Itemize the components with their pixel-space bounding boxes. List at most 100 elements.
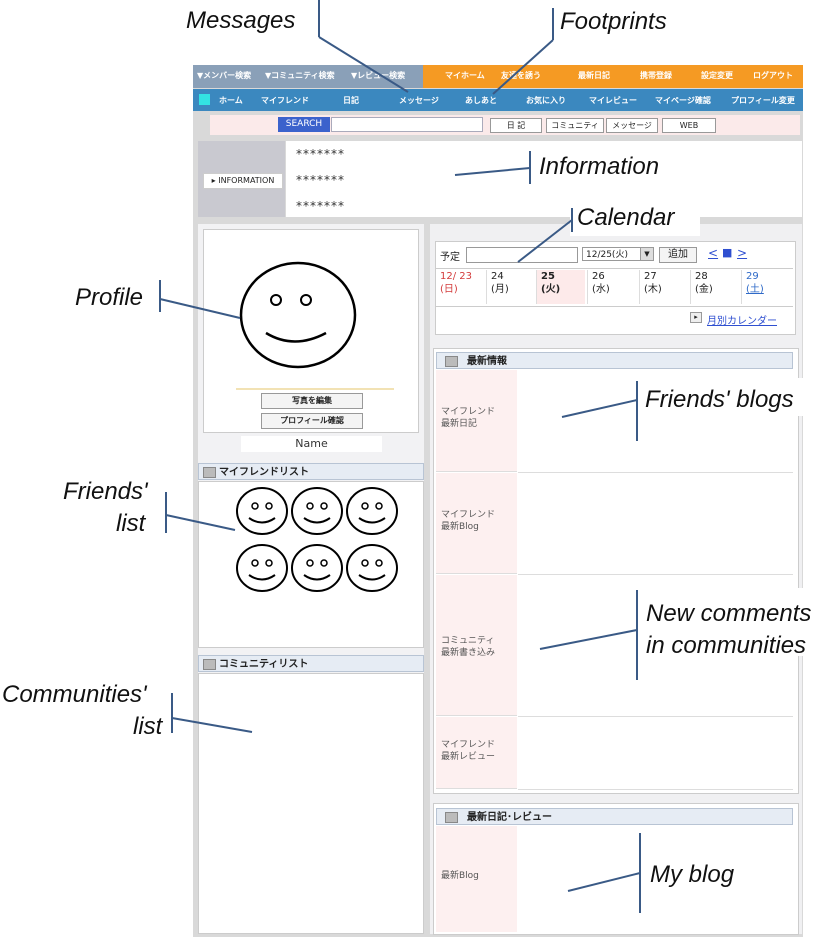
home-square-icon	[199, 94, 210, 105]
nav-item-home[interactable]: ホーム	[219, 96, 243, 105]
community-search-link[interactable]: ▼コミュニティ検索	[265, 71, 335, 80]
friends-list-title: マイフレンドリスト	[219, 467, 309, 478]
row-label-line: 最新日記	[441, 419, 478, 429]
monthly-calendar-link[interactable]: 月別カレンダー	[707, 316, 777, 327]
callout-my-blog: My blog	[650, 861, 735, 888]
calendar-day-date: 24	[491, 271, 504, 282]
calendar-day[interactable]: 25(火)	[536, 270, 585, 304]
callout-bg	[570, 200, 700, 236]
communities-list-header: コミュニティリスト	[198, 655, 424, 672]
calendar-day[interactable]: 29 (土)	[741, 270, 790, 304]
nav-item-myfriend[interactable]: マイフレンド	[261, 96, 309, 105]
topbar-link-invite[interactable]: 友達を誘う	[501, 71, 541, 80]
search-tab-diary[interactable]: 日 記	[490, 118, 542, 133]
latest-diary-header: 最新日記･レビュー	[436, 808, 793, 825]
callout-footprints: Footprints	[560, 8, 667, 35]
schedule-input[interactable]	[466, 247, 578, 263]
profile-confirm-button[interactable]: プロフィール確認	[261, 413, 363, 429]
calendar-day-weekday: (月)	[491, 284, 509, 295]
friend-avatar[interactable]	[346, 544, 398, 592]
nav-item-message[interactable]: メッセージ	[399, 96, 439, 105]
calendar-day[interactable]: 27(木)	[639, 270, 688, 304]
friend-avatar[interactable]	[236, 487, 288, 535]
nav-item-footprints[interactable]: あしあと	[465, 96, 497, 105]
nav-item-profile-edit[interactable]: プロフィール変更	[731, 96, 795, 105]
friend-blog-area	[518, 473, 793, 575]
row-label-friend-diary: マイフレンド 最新日記	[436, 370, 517, 472]
information-label: ▸ INFORMATION	[203, 173, 283, 189]
callout-profile: Profile	[75, 284, 144, 311]
row-label-line: コミュニティ	[441, 636, 495, 646]
calendar-divider	[436, 268, 793, 269]
edit-photo-button[interactable]: 写真を編集	[261, 393, 363, 409]
calendar-day[interactable]: 26 (水)	[587, 270, 636, 304]
calendar-day[interactable]: 12/ 23(日)	[436, 270, 485, 304]
nav-item-favorites[interactable]: お気に入り	[526, 96, 566, 105]
callout-friends-list-1: Friends'	[63, 478, 148, 505]
callout-communities-list-1: Communities'	[2, 681, 147, 708]
search-menu-bar: ▼メンバー検索 ▼コミュニティ検索 ▼レビュー検索	[193, 65, 423, 88]
row-label-friend-blog: マイフレンド 最新Blog	[436, 473, 517, 574]
calendar-day[interactable]: 28(金)	[690, 270, 739, 304]
nav-item-diary[interactable]: 日記	[343, 96, 359, 105]
search-button[interactable]: SEARCH	[278, 117, 330, 132]
search-tab-community[interactable]: コミュニティ	[546, 118, 604, 133]
row-label-line: 最新書き込み	[441, 648, 496, 658]
calendar-day-date: 26	[592, 271, 605, 282]
calendar-prev-link[interactable]: <	[708, 246, 719, 260]
callout-new-comments-1: New comments	[646, 600, 812, 627]
calendar-day-date: 28	[695, 271, 708, 282]
friends-list-panel	[198, 481, 424, 648]
list-icon	[203, 659, 216, 670]
friend-avatar[interactable]	[236, 544, 288, 592]
calendar-day-weekday: (火)	[541, 284, 561, 295]
row-label-line: 最新Blog	[441, 871, 479, 881]
date-select[interactable]: 12/25(火) ▼	[582, 247, 654, 261]
latest-info-title: 最新情報	[467, 356, 507, 367]
schedule-label: 予定	[440, 252, 460, 263]
friend-avatar[interactable]	[291, 544, 343, 592]
profile-photo	[236, 261, 394, 390]
topbar-link-latest-diary[interactable]: 最新日記	[578, 71, 610, 80]
row-label-line: マイフレンド	[441, 407, 496, 417]
topbar-link-settings[interactable]: 設定変更	[701, 71, 733, 80]
callout-calendar: Calendar	[577, 204, 675, 231]
calendar-day-date: 29	[746, 271, 759, 282]
date-select-value: 12/25(火)	[586, 250, 628, 260]
topbar-link-myhome[interactable]: マイホーム	[445, 71, 485, 80]
topbar-link-logout[interactable]: ログアウト	[753, 71, 793, 80]
callout-bg	[535, 148, 683, 186]
friend-avatar[interactable]	[346, 487, 398, 535]
topbar-link-mobile[interactable]: 携帯登録	[640, 71, 672, 80]
calendar-today-link[interactable]: ■	[722, 246, 733, 259]
callout-bg	[640, 855, 750, 895]
profile-name[interactable]: Name	[241, 436, 382, 452]
callout-bg	[640, 588, 832, 656]
member-search-link[interactable]: ▼メンバー検索	[197, 71, 252, 80]
information-item[interactable]: *******	[296, 199, 345, 213]
add-schedule-button[interactable]: 追加	[659, 247, 697, 263]
callout-messages: Messages	[186, 7, 296, 34]
information-item[interactable]: *******	[296, 147, 345, 161]
calendar-day-weekday: (水)	[592, 284, 610, 295]
latest-diary-title: 最新日記･レビュー	[467, 812, 552, 823]
row-label-friend-review: マイフレンド 最新レビュー	[436, 717, 517, 789]
calendar-day-weekday: (木)	[644, 284, 662, 295]
callout-new-comments-2: in communities	[646, 632, 807, 659]
search-tab-web[interactable]: WEB	[662, 118, 716, 133]
friends-avatars	[236, 487, 398, 592]
communities-list-panel	[198, 673, 424, 934]
calendar-day-weekday: (土)	[746, 284, 764, 295]
search-tab-message[interactable]: メッセージ	[606, 118, 658, 133]
calendar-next-link[interactable]: >	[737, 246, 748, 260]
row-label-line: マイフレンド	[441, 510, 496, 520]
nav-item-myreview[interactable]: マイレビュー	[589, 96, 637, 105]
search-input[interactable]	[331, 117, 483, 132]
review-search-link[interactable]: ▼レビュー検索	[351, 71, 406, 80]
friend-avatar[interactable]	[291, 487, 343, 535]
nav-item-mypage-check[interactable]: マイページ確認	[655, 96, 711, 105]
information-item[interactable]: *******	[296, 173, 345, 187]
list-icon	[203, 467, 216, 478]
calendar-day[interactable]: 24 (月)	[486, 270, 535, 304]
